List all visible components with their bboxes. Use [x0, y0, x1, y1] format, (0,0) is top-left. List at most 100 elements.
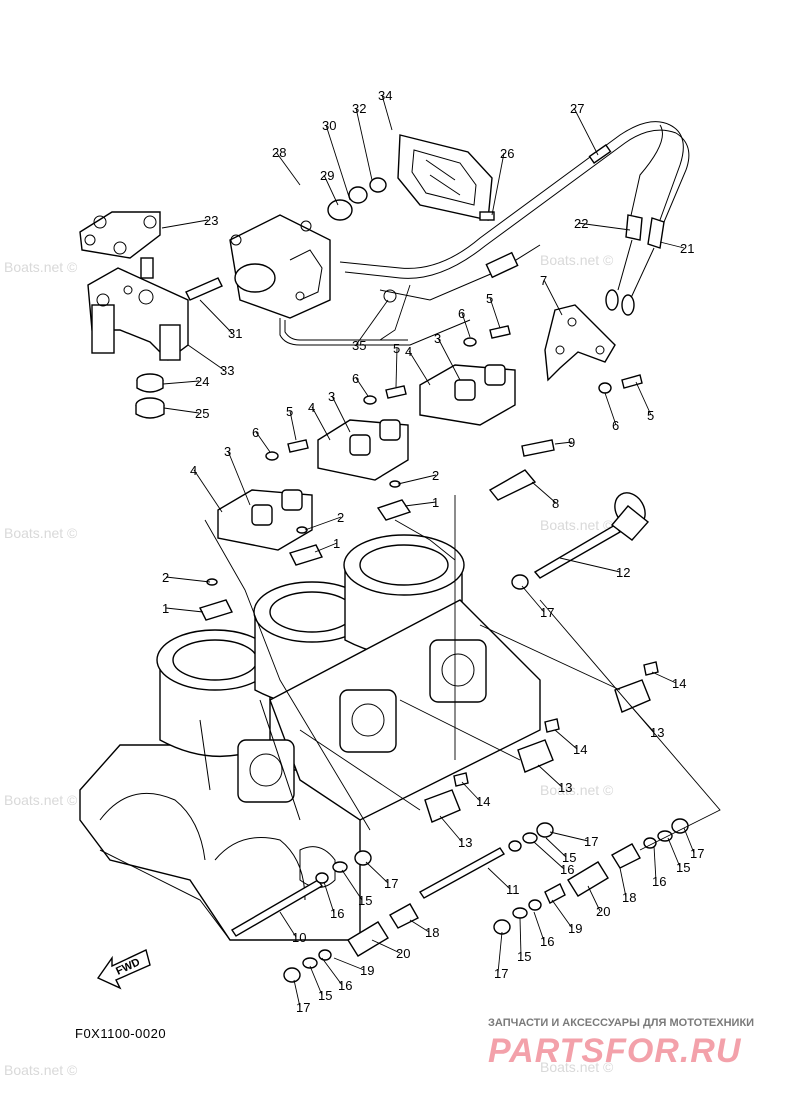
- callout-leader: [651, 671, 677, 684]
- callout-11: 11: [506, 882, 520, 897]
- callout-17: 17: [540, 605, 554, 620]
- callout-5: 5: [486, 291, 493, 306]
- callout-leader: [437, 337, 461, 381]
- callout-leader: [331, 395, 351, 433]
- assembly-lines: [204, 284, 721, 851]
- watermark: Boats.net ©: [4, 259, 78, 275]
- callout-4: 4: [405, 344, 412, 359]
- callout-leader: [162, 380, 200, 385]
- callout-leader: [309, 965, 323, 996]
- cap-sets: [217, 325, 643, 551]
- callout-leader: [404, 501, 437, 507]
- callout-leader: [397, 474, 437, 485]
- callout-19: 19: [360, 963, 374, 978]
- callout-14: 14: [672, 676, 686, 691]
- callout-4: 4: [308, 400, 315, 415]
- callout-leader: [279, 911, 297, 938]
- callout-leader: [355, 299, 389, 346]
- brand-logo: PARTSFOR.RU: [488, 1032, 742, 1070]
- watermark: Boats.net ©: [540, 782, 614, 798]
- callout-leader: [537, 764, 563, 788]
- callout-leader: [519, 917, 522, 957]
- cylinder-block: [79, 534, 541, 941]
- callout-leader: [381, 94, 393, 131]
- callout-15: 15: [562, 850, 576, 865]
- callout-21: 21: [680, 241, 694, 256]
- callout-leader: [255, 431, 271, 453]
- callout-20: 20: [596, 904, 610, 919]
- callout-1: 1: [162, 601, 169, 616]
- callout-leader: [161, 219, 209, 229]
- callout-leader: [325, 124, 351, 201]
- callout-22: 22: [574, 216, 588, 231]
- watermark: Boats.net ©: [540, 517, 614, 533]
- callout-13: 13: [650, 725, 664, 740]
- callout-leader: [461, 312, 471, 338]
- callout-leader: [573, 107, 599, 156]
- callout-15: 15: [318, 988, 332, 1003]
- callout-6: 6: [352, 371, 359, 386]
- callout-3: 3: [328, 389, 335, 404]
- callout-leader: [619, 867, 627, 898]
- callout-1: 1: [432, 495, 439, 510]
- callout-4: 4: [190, 463, 197, 478]
- callout-6: 6: [612, 418, 619, 433]
- callout-14: 14: [476, 794, 490, 809]
- callout-leader: [165, 607, 204, 613]
- callout-leader: [275, 151, 301, 186]
- callout-leader: [653, 845, 657, 882]
- callout-leader: [521, 585, 545, 613]
- callout-leader: [559, 557, 621, 573]
- callout-leader: [487, 867, 511, 890]
- callout-17: 17: [296, 1000, 310, 1015]
- callout-leader: [314, 542, 338, 553]
- callout-leader: [554, 441, 573, 445]
- mounting-plate: [544, 304, 616, 382]
- callout-leader: [193, 469, 223, 513]
- callout-16: 16: [330, 906, 344, 921]
- watermark: Boats.net ©: [4, 792, 78, 808]
- callout-23: 23: [204, 213, 218, 228]
- callout-leader: [545, 837, 567, 858]
- callout-6: 6: [458, 306, 465, 321]
- callout-35: 35: [352, 338, 366, 353]
- callout-leader: [165, 576, 211, 583]
- callout-leader: [577, 222, 631, 231]
- callout-17: 17: [384, 876, 398, 891]
- callout-27: 27: [570, 101, 584, 116]
- callout-leader: [187, 344, 225, 371]
- callout-13: 13: [558, 780, 572, 795]
- small-fasteners: [327, 177, 387, 221]
- callout-leader: [629, 704, 655, 733]
- callout-15: 15: [358, 893, 372, 908]
- callout-leader: [395, 347, 398, 388]
- watermark-group: Boats.net © Boats.net © Boats.net © Boat…: [4, 252, 614, 1078]
- callout-7: 7: [540, 273, 547, 288]
- callout-14: 14: [573, 742, 587, 757]
- shaft-assembly: [488, 439, 650, 590]
- callout-17: 17: [494, 966, 508, 981]
- callout-9: 9: [568, 435, 575, 450]
- callout-leader: [491, 152, 505, 216]
- watermark: Boats.net ©: [540, 1059, 614, 1075]
- callout-leader: [365, 861, 389, 884]
- diagram-code: F0X1100-0020: [75, 1026, 166, 1041]
- callout-2: 2: [337, 510, 344, 525]
- callout-16: 16: [560, 862, 574, 877]
- wire-harness: [339, 121, 690, 303]
- callout-leader: [163, 407, 200, 414]
- callout-leader: [497, 931, 503, 974]
- fwd-arrow: FWD: [96, 949, 151, 990]
- holders: [424, 661, 659, 823]
- watermark: Boats.net ©: [4, 1062, 78, 1078]
- callout-leader: [489, 297, 501, 329]
- ignition-cables: [605, 214, 665, 316]
- callout-26: 26: [500, 146, 514, 161]
- callout-1: 1: [333, 536, 340, 551]
- callout-leader: [293, 979, 301, 1008]
- callout-5: 5: [647, 408, 654, 423]
- callout-leader: [683, 827, 695, 854]
